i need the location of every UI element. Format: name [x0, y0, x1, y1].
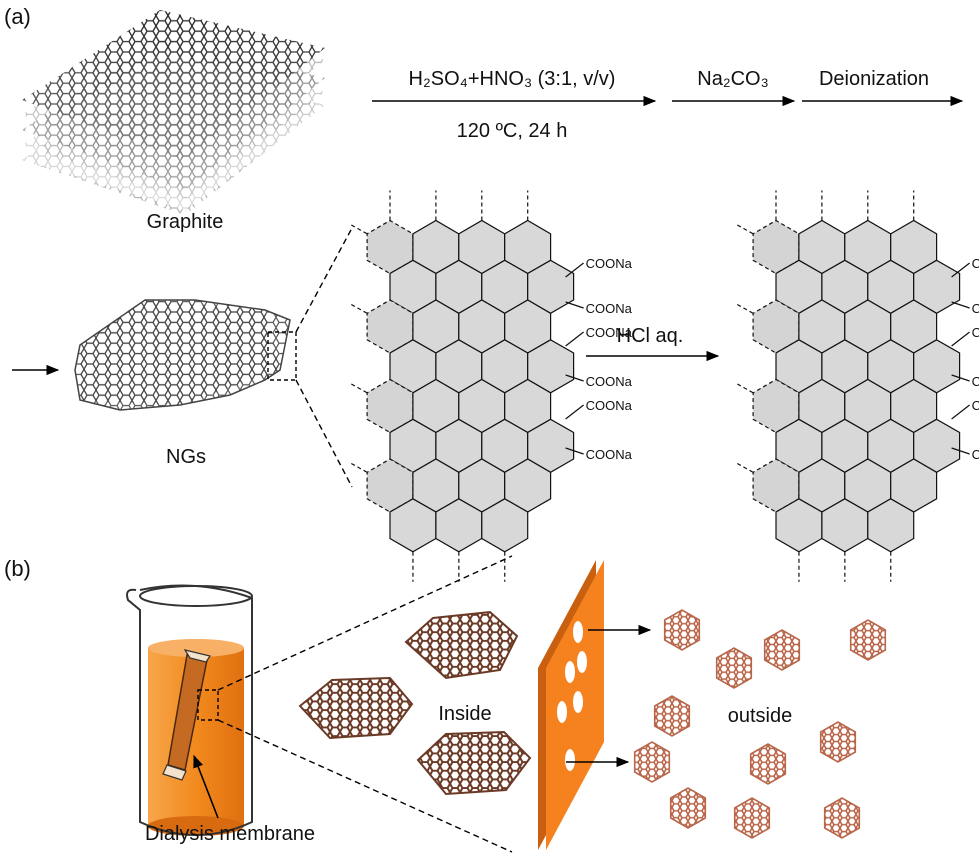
cooh-ring-0: [752, 219, 800, 275]
outside-label: outside: [728, 705, 793, 727]
condition-1: 120 ºC, 24 h: [457, 120, 568, 142]
membrane-zoom-line-top: [217, 555, 513, 691]
coona-group-bond-2: [565, 331, 584, 347]
cooh-group-label-4: COOH: [972, 398, 979, 413]
coona-group-label-2: COONa: [586, 325, 633, 340]
dialysis-bag: [162, 649, 211, 781]
cooh-left-bond-4: [734, 382, 754, 394]
coona-left-bond-2: [348, 302, 368, 314]
nanosheet-outside-9: [733, 797, 771, 839]
nanosheet-outside-5: [819, 721, 857, 763]
nanosheet-outside-3: [715, 647, 753, 689]
graphite-stack: [22, 10, 325, 215]
cooh-ring-24: [752, 458, 800, 513]
nanosheet-outside-6: [633, 741, 671, 783]
ngs-sheet: [74, 299, 291, 411]
graphite-label: Graphite: [147, 211, 224, 233]
cooh-left-bond-6: [734, 461, 754, 473]
cooh-group-label-1: COOH: [972, 301, 979, 316]
nanosheet-inside-2: [298, 676, 414, 740]
zoom-box: [267, 331, 297, 381]
cooh-group-bond-1: [951, 301, 970, 309]
nanosheet-outside-0: [663, 609, 701, 651]
zoom-line-top: [295, 227, 353, 333]
coona-ring-8: [366, 299, 414, 354]
cooh-group-bond-0: [951, 262, 970, 278]
reagent-1: H₂SO₄+HNO₃ (3:1, v/v): [409, 68, 616, 90]
nanosheet-inside-3: [416, 730, 532, 796]
cooh-group-bond-4: [951, 404, 970, 420]
cooh-ring-8: [752, 299, 800, 354]
outside-nanosheets: [633, 609, 887, 839]
nanosheet-outside-1: [849, 619, 887, 661]
cooh-group-label-0: COOH: [972, 256, 979, 271]
cooh-group-label-3: COOH: [972, 374, 979, 389]
cooh-group-bond-2: [951, 331, 970, 347]
coona-left-bond-0: [348, 223, 368, 235]
coona-ring-0: [366, 219, 414, 275]
cooh-left-bond-2: [734, 302, 754, 314]
panel-a-label: (a): [4, 4, 31, 29]
reagent-4: HCl aq.: [617, 325, 684, 347]
coona-left-bond-6: [348, 461, 368, 473]
coona-group-bond-0: [565, 262, 584, 278]
coona-left-bond-4: [348, 382, 368, 394]
membrane-label: Dialysis membrane: [145, 823, 315, 845]
membrane-zoom-line-bottom: [217, 719, 513, 853]
cooh-group-label-2: COOH: [972, 325, 979, 340]
coona-group-label-4: COONa: [586, 398, 633, 413]
nanosheet-outside-10: [823, 797, 861, 839]
cooh-group-label-5: COOH: [972, 447, 979, 462]
membrane-zoom-box: [197, 689, 219, 721]
coona-group-bond-4: [565, 404, 584, 420]
coona-group-bond-3: [565, 374, 584, 382]
coona-group-bond-1: [565, 301, 584, 309]
nanosheet-outside-2: [763, 629, 801, 671]
panel-b-label: (b): [4, 556, 31, 581]
cooh-left-bond-0: [734, 223, 754, 235]
beaker: [126, 584, 253, 836]
coona-ring-24: [366, 458, 414, 513]
ngs-label: NGs: [166, 446, 206, 468]
nanosheet-outside-4: [653, 695, 691, 737]
reagent-2: Na₂CO₃: [697, 68, 768, 90]
reagent-3: Deionization: [819, 68, 929, 90]
molecule-cooh: COOH COOH COOH COOH COOH COOH: [734, 190, 979, 582]
coona-group-label-0: COONa: [586, 256, 633, 271]
inside-label: Inside: [438, 703, 491, 725]
coona-group-label-1: COONa: [586, 301, 633, 316]
coona-group-bond-5: [565, 447, 584, 455]
cooh-group-bond-3: [951, 374, 970, 382]
nanosheet-outside-7: [749, 743, 787, 785]
cooh-group-bond-5: [951, 447, 970, 455]
nanosheet-outside-8: [669, 787, 707, 829]
membrane-pointer-arrow: [193, 754, 219, 819]
coona-ring-16: [366, 378, 414, 434]
zoom-line-bottom: [295, 379, 353, 488]
nanosheet-inside-1: [404, 610, 519, 680]
coona-group-label-5: COONa: [586, 447, 633, 462]
coona-group-label-3: COONa: [586, 374, 633, 389]
cooh-ring-16: [752, 378, 800, 434]
membrane-panel: [538, 560, 604, 850]
